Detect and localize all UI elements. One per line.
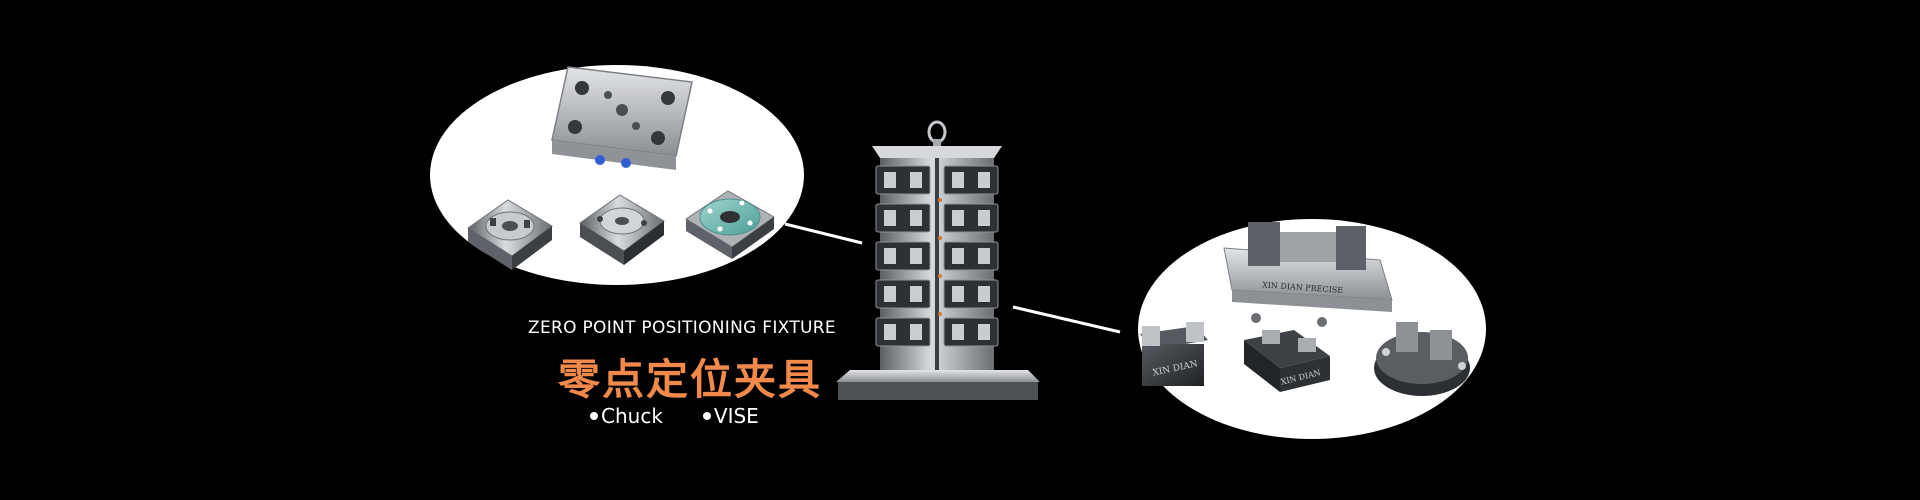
headline-english: ZERO POINT POSITIONING FIXTURE — [528, 318, 836, 338]
headline-chinese: 零点定位夹具 — [558, 355, 823, 404]
zero-point-plate-icon — [551, 66, 693, 170]
connector-line-right — [1012, 305, 1121, 334]
tag-chuck-label: Chuck — [601, 404, 663, 428]
chuck-bubble — [430, 65, 804, 285]
vise-icon — [1374, 322, 1470, 396]
connector-line-left — [784, 222, 863, 245]
chuck-icon — [467, 199, 553, 270]
bullet-icon — [702, 412, 711, 420]
chuck-icon — [685, 190, 775, 259]
vise-bubble: XIN DIAN PRECISE XIN DIAN XIN DIAN — [1138, 219, 1486, 439]
fixture-tower-icon — [836, 120, 1040, 400]
bullet-icon — [590, 412, 598, 420]
tag-vise-label: VISE — [713, 404, 759, 428]
tag-chuck: Chuck — [590, 404, 663, 428]
tag-vise: VISE — [702, 404, 759, 428]
vise-icon — [1244, 330, 1330, 392]
vise-icon — [1140, 322, 1208, 386]
product-tags: Chuck VISE — [590, 404, 759, 428]
vise-icon — [1223, 222, 1393, 327]
chuck-icon — [579, 194, 665, 265]
